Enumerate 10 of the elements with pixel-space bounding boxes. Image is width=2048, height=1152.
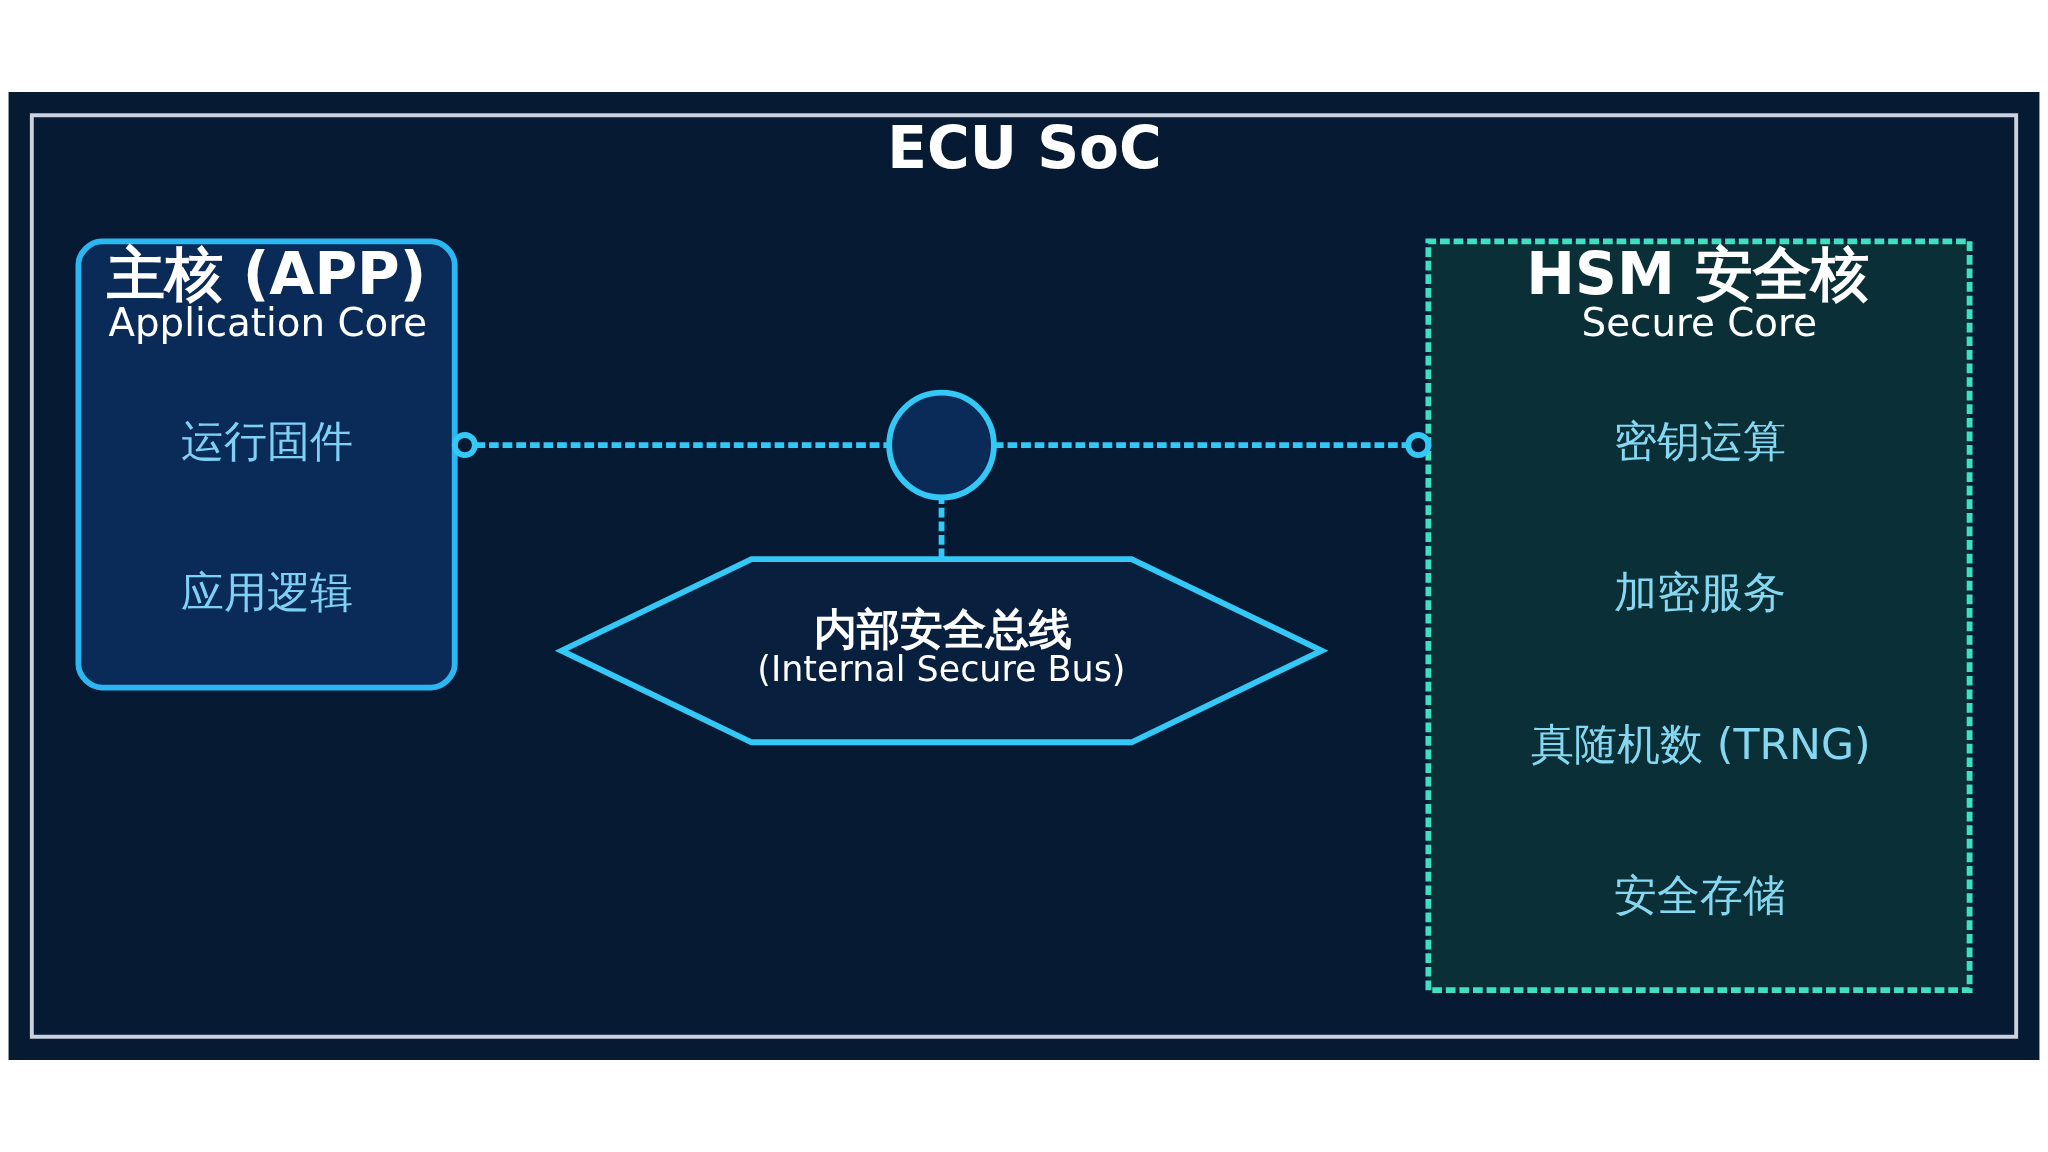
node-text: 安全存储 [1613, 869, 1786, 920]
node-text: 运行固件 [181, 415, 354, 466]
connector [994, 432, 1432, 459]
node-text: 真随机数 (TRNG) [1531, 718, 1871, 769]
node-circle [886, 389, 997, 501]
connector [451, 432, 889, 459]
node-text: 密钥运算 [1613, 415, 1786, 466]
connector [938, 498, 945, 559]
node-text: 应用逻辑 [181, 567, 354, 618]
node-text: 加密服务 [1613, 567, 1786, 618]
